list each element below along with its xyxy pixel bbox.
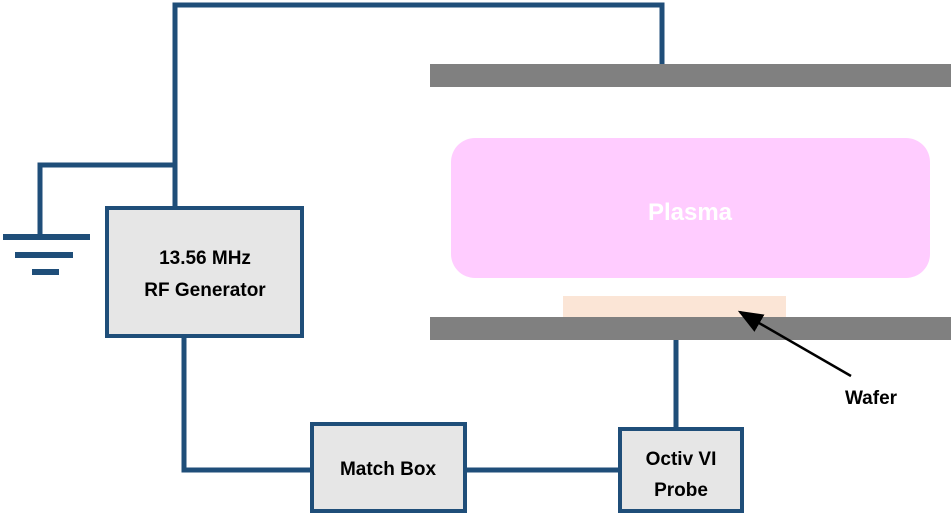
wafer-label: Wafer — [845, 388, 898, 409]
plasma-region — [451, 138, 930, 278]
wafer — [563, 296, 786, 317]
plasma-label: Plasma — [648, 199, 733, 226]
top-wire — [172, 2, 665, 207]
wires — [37, 2, 679, 473]
ground-icon — [3, 234, 90, 275]
match-box-label: Match Box — [340, 459, 437, 480]
probe-line2: Probe — [654, 480, 708, 501]
ground-wire — [37, 162, 175, 237]
rf-generator-line1: 13.56 MHz — [159, 248, 251, 269]
rf-generator-line2: RF Generator — [144, 280, 266, 301]
bottom-electrode — [430, 317, 951, 340]
generator-to-match-wire — [181, 337, 311, 473]
rf-generator: 13.56 MHz RF Generator — [105, 206, 304, 338]
top-electrode — [430, 64, 951, 87]
octiv-vi-probe: Octiv VI Probe — [618, 427, 744, 513]
match-box: Match Box — [310, 422, 467, 513]
wafer-arrow — [737, 310, 852, 378]
probe-line1: Octiv VI — [646, 449, 717, 470]
